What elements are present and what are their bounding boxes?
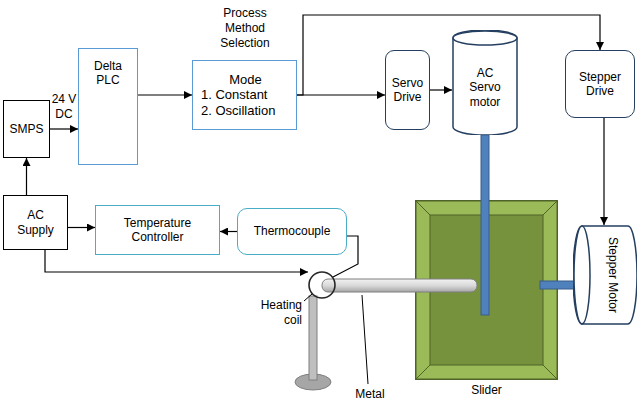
cylinder-body	[453, 30, 517, 135]
stand-pole	[309, 296, 317, 380]
mode-option: 2. Oscillation	[201, 103, 290, 119]
servo-shaft	[481, 135, 489, 315]
drive-box: Servo Drive	[385, 50, 430, 130]
mode-option: 1. Constant	[201, 87, 290, 103]
sensor-box: Thermocouple	[237, 208, 347, 255]
signal-arrow	[297, 15, 600, 95]
node-label: Temperature Controller	[106, 216, 209, 245]
servo-motor: AC Servo motor	[452, 30, 518, 135]
heating-coil	[309, 272, 335, 298]
cylinder-body	[573, 226, 637, 324]
node-label: Slider	[415, 383, 558, 397]
annotation-label: Heating coil	[250, 298, 302, 328]
node-label: AC Servo motor	[462, 66, 508, 109]
drive-box: Stepper Drive	[565, 50, 635, 118]
metal-rod	[322, 279, 477, 292]
node-label: SMPS	[8, 122, 45, 136]
cylinder-face	[574, 226, 590, 324]
supply-box: AC Supply	[3, 195, 68, 250]
signal-arrow	[297, 94, 385, 95]
annotation-label: 24 V DC	[49, 92, 79, 122]
label-holder: Metal	[348, 387, 392, 402]
mode-heading: Mode	[201, 72, 290, 88]
label-holder: Process Method Selection	[213, 6, 277, 51]
signal-arrow	[430, 89, 452, 90]
controller-box: Temperature Controller	[95, 205, 220, 255]
annotation-label: Process Method Selection	[213, 6, 277, 51]
slider-bevel	[415, 365, 430, 380]
slider-frame: Slider	[415, 200, 558, 400]
node-label: Stepper Motor	[606, 231, 620, 319]
slider-outer	[416, 201, 558, 380]
signal-arrow	[603, 118, 604, 225]
label-holder: 24 V DC	[49, 92, 79, 122]
stepper-motor: Stepper Motor	[573, 225, 637, 325]
node-label: Servo Drive	[389, 76, 426, 105]
slider-bevel	[415, 200, 430, 215]
signal-arrow	[220, 231, 237, 232]
label-holder: Heating coil	[250, 298, 302, 328]
node-label: AC Supply	[12, 208, 59, 237]
slider-bevel	[543, 365, 558, 380]
stepper-shaft	[540, 281, 575, 289]
slider-outline	[415, 200, 558, 380]
node-label: Thermocouple	[244, 224, 340, 238]
plc-box: Delta PLC	[78, 48, 138, 165]
slider-inner	[430, 215, 543, 365]
signal-arrow	[68, 227, 95, 228]
signal-arrow	[138, 94, 192, 95]
mode-box: Mode1. Constant2. Oscillation	[192, 60, 297, 130]
leader-line	[304, 294, 312, 301]
signal-arrow	[26, 158, 27, 195]
cylinder-top	[453, 31, 517, 45]
node-label: Stepper Drive	[572, 70, 628, 99]
power-supply-box: SMPS	[3, 100, 50, 158]
leader-line	[362, 295, 368, 384]
slider-bevel	[543, 200, 558, 215]
signal-arrow	[50, 128, 78, 129]
annotation-label: Metal	[348, 387, 392, 402]
node-label: Delta PLC	[85, 59, 131, 88]
motor-outline	[573, 225, 637, 325]
